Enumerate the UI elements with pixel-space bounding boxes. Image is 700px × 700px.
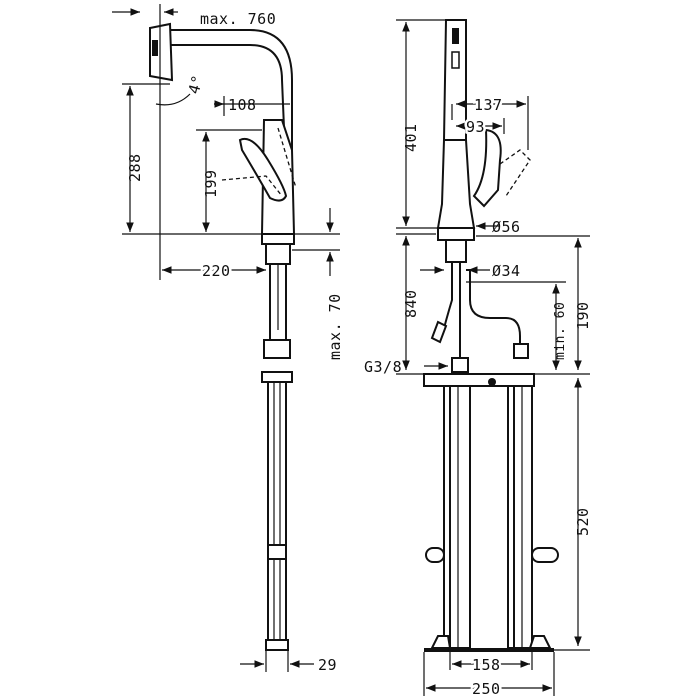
dim-spout-projection: 137 — [474, 96, 503, 114]
dim-base-offset: 220 — [202, 262, 231, 280]
dim-base-diameter: Ø56 — [492, 218, 521, 236]
spray-head — [149, 22, 174, 82]
dim-shank-diameter: Ø34 — [492, 262, 521, 280]
dim-total-height-side: 288 — [126, 153, 144, 182]
box-left-pillar — [449, 385, 471, 649]
box-handle-right — [531, 547, 559, 563]
dim-spout-width: 108 — [228, 96, 257, 114]
base-ring — [261, 233, 295, 245]
front-view: 401 137 93 Ø56 Ø34 840 G3/8 190 min. 60 — [364, 19, 592, 700]
box-handle-left — [425, 547, 445, 563]
dim-connection-thread: G3/8 — [364, 358, 402, 376]
shank — [265, 243, 291, 265]
lever-alt-position — [221, 175, 283, 197]
weight — [265, 639, 289, 651]
front-body — [436, 139, 476, 229]
dim-min-clearance: min. 60 — [553, 302, 568, 360]
dim-lever-offset: 93 — [466, 118, 485, 136]
dim-connection-height: 190 — [574, 301, 592, 330]
front-shank — [445, 239, 467, 263]
angle-arc — [155, 93, 191, 106]
box-top — [423, 373, 535, 387]
spray-button — [152, 40, 158, 56]
dim-max-reach: max. 760 — [200, 10, 276, 28]
front-lever-alt — [499, 149, 531, 197]
dim-box-inner-width: 158 — [472, 656, 501, 674]
hose-connector — [263, 339, 291, 359]
dim-shank-length: 840 — [402, 289, 420, 318]
dim-swivel-angle: 4° — [185, 73, 207, 96]
dim-box-outer-width: 250 — [472, 680, 501, 698]
dim-box-height: 520 — [574, 507, 592, 536]
dim-spout-height: 401 — [402, 123, 420, 152]
dim-max-thickness: max. 70 — [326, 293, 344, 360]
dim-hose-diameter: 29 — [318, 656, 337, 674]
lever-swing-path — [277, 127, 297, 189]
front-lever — [472, 128, 502, 208]
side-view: max. 760 4° 288 108 199 max. 70 220 29 — [112, 4, 344, 674]
dim-lever-height: 199 — [202, 169, 220, 198]
